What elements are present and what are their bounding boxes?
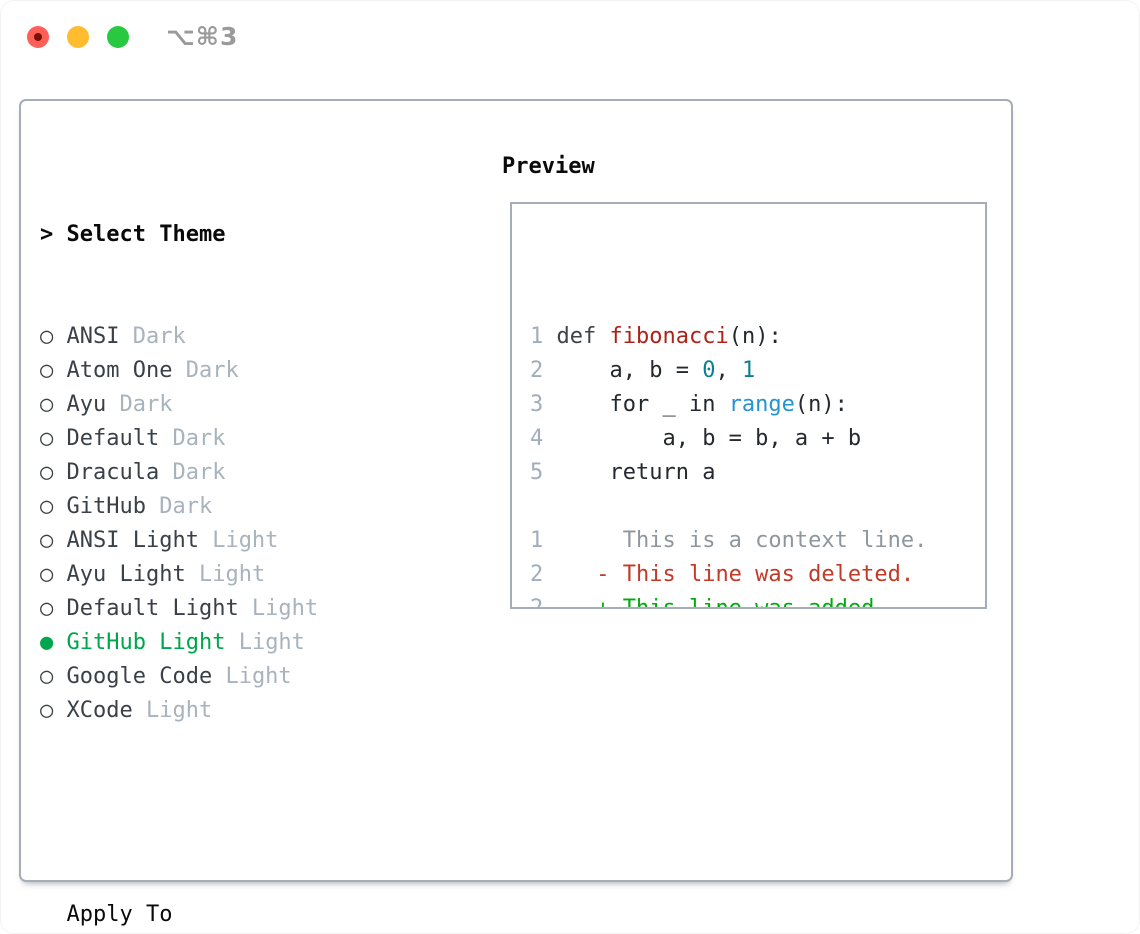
apply-to-title: Apply To [66, 902, 173, 927]
line-number: 2 [530, 596, 544, 609]
zoom-button[interactable] [107, 26, 129, 48]
code-line: 5 return a [530, 456, 985, 490]
theme-variant-label: Dark [159, 460, 226, 485]
line-number: 3 [530, 392, 544, 417]
theme-option-ayu-light[interactable]: ○ Ayu Light Light [40, 558, 411, 592]
minimize-button[interactable] [67, 26, 89, 48]
select-theme-header: > Select Theme [40, 218, 411, 252]
theme-option-ansi[interactable]: ○ ANSI Dark [40, 320, 411, 354]
code-token: return a [556, 460, 716, 485]
line-number: 2 [530, 358, 544, 383]
theme-option-label: GitHub [66, 494, 146, 519]
theme-option-label: Atom One [66, 358, 173, 383]
spacer [40, 796, 411, 830]
theme-variant-label: Light [198, 528, 279, 553]
code-token: a, b = [556, 358, 703, 383]
code-line: 1 def fibonacci(n): [530, 320, 985, 354]
code-token: (n): [728, 324, 782, 349]
theme-option-default-light[interactable]: ○ Default Light Light [40, 592, 411, 626]
code-token: 0 [702, 358, 716, 383]
code-token: - This line was deleted. [556, 562, 915, 587]
theme-option-label: Ayu Light [66, 562, 186, 587]
code-token: 1 [741, 358, 756, 383]
line-number: 4 [530, 426, 544, 451]
theme-option-label: ANSI Light [66, 528, 199, 553]
radio-unselected-icon: ○ [40, 494, 54, 519]
theme-option-default[interactable]: ○ Default Dark [40, 422, 411, 456]
theme-option-label: Ayu [66, 392, 107, 417]
preview-title: Preview [502, 154, 595, 179]
code-line: 3 for _ in range(n): [530, 388, 985, 422]
apply-to-header: Apply To [40, 898, 411, 932]
code-line: 1 This is a context line. [530, 524, 985, 558]
radio-unselected-icon: ○ [40, 426, 54, 451]
code-line [530, 490, 985, 524]
window-title-shortcut: ⌥⌘3 [166, 22, 239, 51]
theme-variant-label: Light [132, 698, 213, 723]
window-titlebar: ⌥⌘3 [0, 0, 1140, 75]
code-token: fibonacci [609, 324, 729, 349]
code-token: for _ in [556, 392, 729, 417]
code-token: + This line was added. [556, 596, 888, 609]
traffic-lights [27, 26, 129, 48]
radio-unselected-icon: ○ [40, 528, 54, 553]
code-token: def [556, 324, 610, 349]
radio-unselected-icon: ○ [40, 596, 54, 621]
theme-option-label: Default [66, 426, 160, 451]
prompt-icon: > [40, 222, 54, 247]
code-token: (n): [794, 392, 848, 417]
code-line: 2 + This line was added. [530, 592, 985, 609]
code-token: , [715, 358, 742, 383]
radio-unselected-icon: ○ [40, 698, 54, 723]
theme-variant-label: Light [225, 630, 305, 655]
radio-unselected-icon: ○ [40, 664, 54, 689]
theme-option-label: GitHub Light [66, 630, 226, 655]
theme-option-label: Google Code [66, 664, 213, 689]
radio-unselected-icon: ○ [40, 324, 54, 349]
theme-option-xcode[interactable]: ○ XCode Light [40, 694, 411, 728]
theme-variant-label: Dark [159, 426, 226, 451]
code-line: 4 a, b = b, a + b [530, 422, 985, 456]
radio-unselected-icon: ○ [40, 358, 54, 383]
radio-selected-icon: ● [40, 630, 54, 655]
theme-option-label: Default Light [66, 596, 239, 621]
line-number: 1 [530, 324, 544, 349]
theme-variant-label: Dark [172, 358, 239, 383]
theme-option-label: XCode [66, 698, 133, 723]
theme-option-github-light[interactable]: ● GitHub Light Light [40, 626, 411, 660]
code-token: range [728, 392, 795, 417]
theme-option-github[interactable]: ○ GitHub Dark [40, 490, 411, 524]
theme-option-label: ANSI [66, 324, 120, 349]
code-token: This is a context line. [556, 528, 928, 553]
line-number: 1 [530, 528, 544, 553]
code-token: a, b = b, a + b [556, 426, 862, 451]
close-button[interactable] [27, 26, 49, 48]
theme-variant-label: Light [185, 562, 266, 587]
radio-unselected-icon: ○ [40, 460, 54, 485]
theme-variant-label: Dark [145, 494, 213, 519]
theme-option-ayu[interactable]: ○ Ayu Dark [40, 388, 411, 422]
theme-option-atom-one[interactable]: ○ Atom One Dark [40, 354, 411, 388]
theme-option-dracula[interactable]: ○ Dracula Dark [40, 456, 411, 490]
theme-option-label: Dracula [66, 460, 160, 485]
line-number: 5 [530, 460, 544, 485]
theme-variant-label: Dark [119, 324, 186, 349]
select-theme-title: Select Theme [66, 222, 226, 247]
theme-option-ansi-light[interactable]: ○ ANSI Light Light [40, 524, 411, 558]
left-column: > Select Theme ○ ANSI Dark○ Atom One Dar… [40, 150, 411, 934]
radio-unselected-icon: ○ [40, 562, 54, 587]
line-number: 2 [530, 562, 544, 587]
theme-picker-panel: > Select Theme ○ ANSI Dark○ Atom One Dar… [19, 99, 1013, 927]
theme-variant-label: Dark [106, 392, 173, 417]
theme-variant-label: Light [238, 596, 319, 621]
code-line: 2 a, b = 0, 1 [530, 354, 985, 388]
theme-variant-label: Light [212, 664, 292, 689]
theme-list: ○ ANSI Dark○ Atom One Dark○ Ayu Dark○ De… [40, 320, 411, 728]
theme-option-google-code[interactable]: ○ Google Code Light [40, 660, 411, 694]
radio-unselected-icon: ○ [40, 392, 54, 417]
code-line: 2 - This line was deleted. [530, 558, 985, 592]
